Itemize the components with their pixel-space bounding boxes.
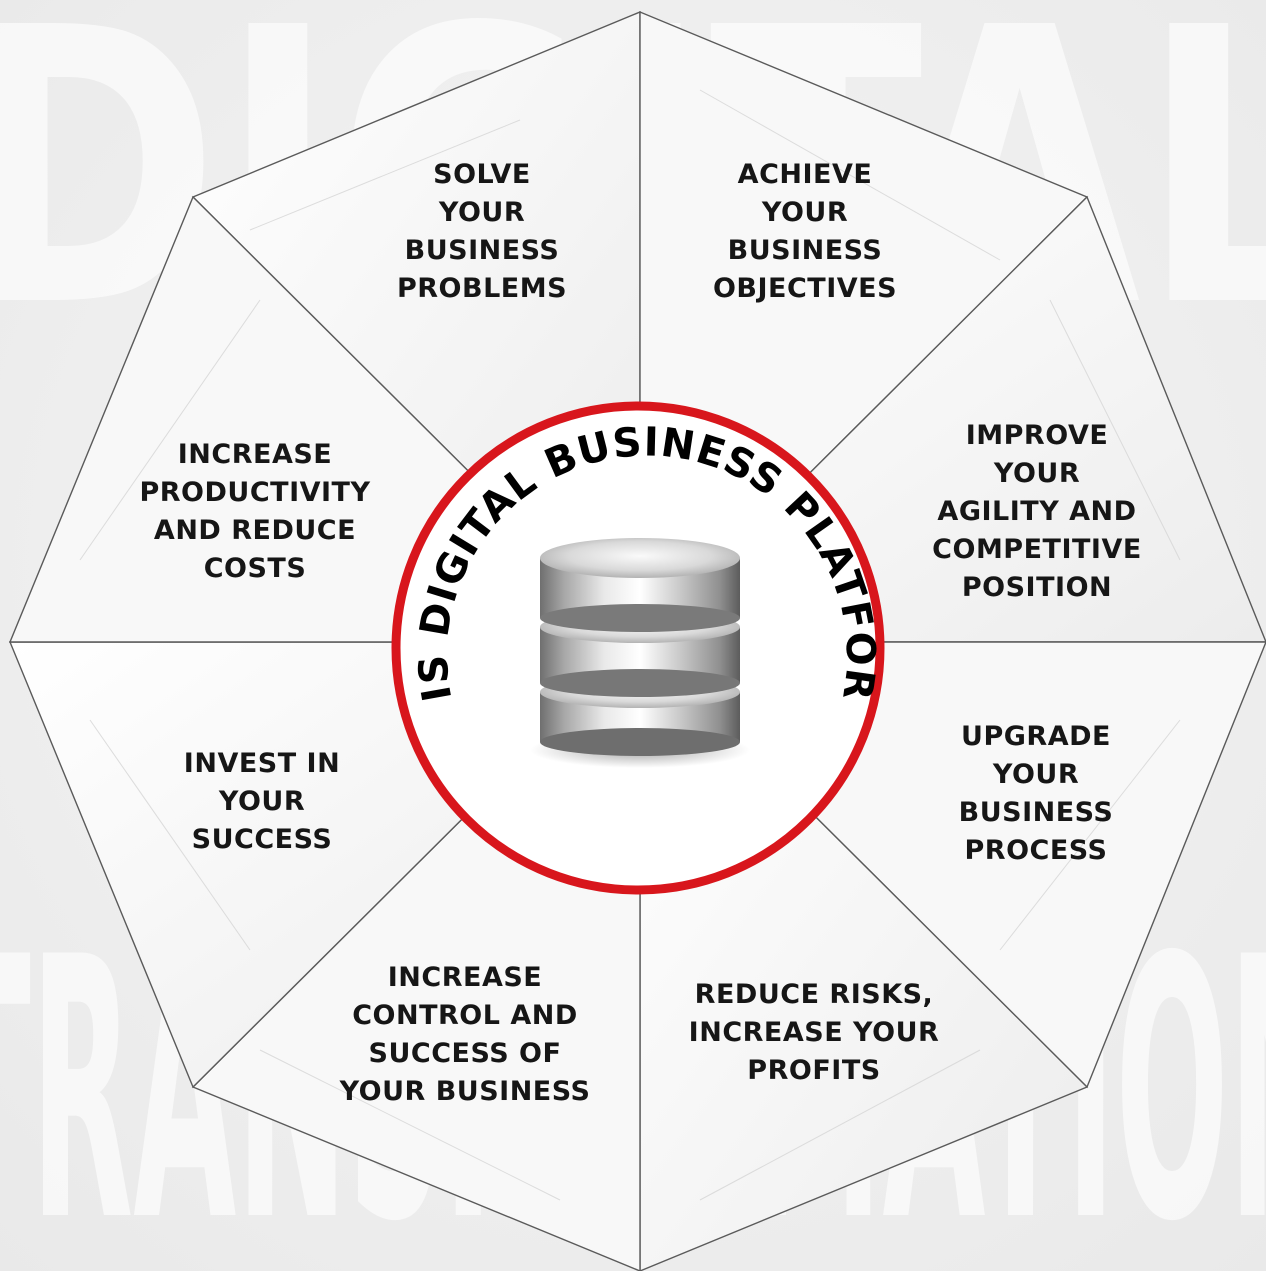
label-achieve-business-objectives: ACHIEVE YOUR BUSINESS OBJECTIVES bbox=[712, 159, 898, 304]
database-icon bbox=[530, 538, 750, 768]
label-improve-agility: IMPROVE YOUR AGILITY AND COMPETITIVE POS… bbox=[932, 420, 1142, 603]
decorative-lines bbox=[79, 89, 1181, 1201]
label-reduce-risks: REDUCE RISKS, INCREASE YOUR PROFITS bbox=[688, 979, 940, 1086]
label-solve-business-problems: SOLVE YOUR BUSINESS PROBLEMS bbox=[396, 159, 568, 304]
label-increase-control: INCREASE CONTROL AND SUCCESS OF YOUR BUS… bbox=[339, 962, 591, 1107]
label-invest-in-success: INVEST IN YOUR SUCCESS bbox=[183, 748, 341, 855]
label-increase-productivity: INCREASE PRODUCTIVITY AND REDUCE COSTS bbox=[139, 439, 371, 584]
label-upgrade-business-process: UPGRADE YOUR BUSINESS PROCESS bbox=[958, 721, 1114, 866]
